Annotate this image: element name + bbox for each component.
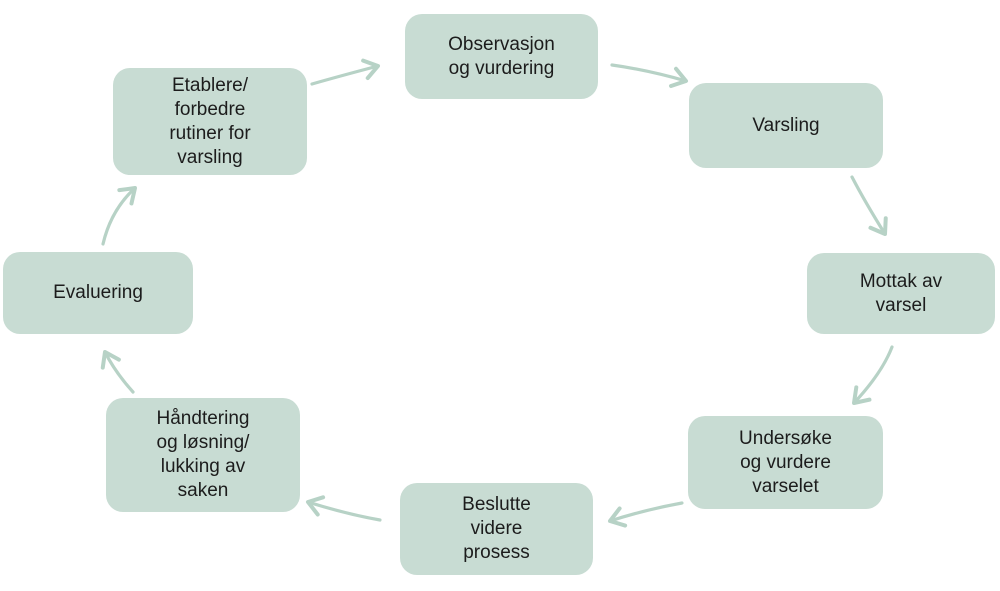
arrow-handtering-to-evaluering <box>100 350 135 394</box>
node-etablere-forbedre-rutiner-for-varsling: Etablere/ forbedre rutiner for varsling <box>113 68 307 175</box>
node-label: Beslutte videre prosess <box>462 494 531 563</box>
node-evaluering: Evaluering <box>3 252 193 334</box>
arrow-undersoke-to-beslutte <box>608 501 684 528</box>
node-label: Mottak av varsel <box>859 270 943 316</box>
node-label: Etablere/ forbedre rutiner for varsling <box>169 74 251 168</box>
node-undersoke-og-vurdere-varselet: Undersøke og vurdere varselet <box>688 416 883 509</box>
node-varsling: Varsling <box>689 83 883 168</box>
node-label: Evaluering <box>53 282 143 303</box>
arrow-beslutte-to-handtering <box>306 495 382 522</box>
node-label: Undersøke og vurdere varselet <box>739 427 832 497</box>
arrow-observasjon-to-varsling <box>610 63 688 89</box>
node-handtering-og-losning-lukking-av-saken: Håndtering og løsning/ lukking av saken <box>106 398 300 512</box>
node-observasjon-og-vurdering: Observasjon og vurdering <box>405 14 598 99</box>
arrow-mottak-to-undersoke <box>852 345 894 405</box>
arrow-evaluering-to-etablere <box>101 186 137 246</box>
arrow-etablere-to-observasjon <box>310 58 380 86</box>
node-label: Håndtering og løsning/ lukking av saken <box>156 408 250 501</box>
arrow-varsling-to-mottak <box>850 175 888 236</box>
node-beslutte-videre-prosess: Beslutte videre prosess <box>400 483 593 575</box>
node-label: Observasjon og vurdering <box>448 33 555 79</box>
node-mottak-av-varsel: Mottak av varsel <box>807 253 995 334</box>
node-label: Varsling <box>752 114 820 136</box>
